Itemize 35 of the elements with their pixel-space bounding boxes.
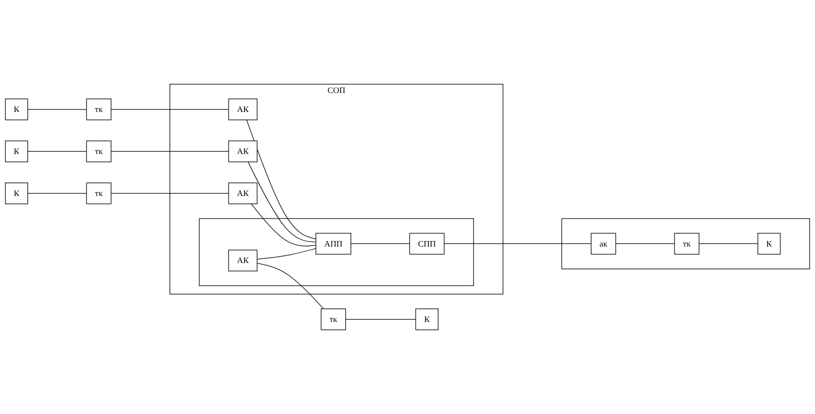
connector	[27, 151, 87, 152]
node-box: тк	[320, 308, 346, 330]
node-box: ак	[590, 232, 616, 255]
cluster	[198, 218, 474, 286]
node-box: тк	[86, 182, 112, 204]
connector	[256, 248, 316, 260]
connector	[110, 109, 229, 110]
connector	[110, 193, 229, 194]
node-box: тк	[86, 140, 112, 162]
connector	[345, 319, 416, 320]
connector	[246, 120, 316, 240]
node-box: К	[758, 232, 781, 255]
connector	[444, 243, 592, 244]
connector	[110, 151, 229, 152]
connector	[350, 243, 410, 244]
node-box: К	[5, 98, 28, 120]
node-box: АК	[228, 250, 258, 272]
node-box: АПП	[316, 232, 352, 255]
connector	[698, 243, 758, 244]
node-box: К	[5, 140, 28, 162]
node-box: АК	[228, 182, 258, 204]
connector	[250, 204, 316, 246]
connector	[27, 109, 87, 110]
connector	[248, 162, 316, 242]
connector	[615, 243, 675, 244]
node-box: К	[415, 308, 438, 330]
node-box: тк	[674, 232, 700, 255]
cluster	[561, 218, 810, 270]
node-box: АК	[228, 140, 258, 162]
node-box: К	[5, 182, 28, 204]
node-box: тк	[86, 98, 112, 120]
connector	[27, 193, 87, 194]
node-box: СПП	[409, 232, 444, 255]
connector	[256, 262, 324, 310]
node-box: АК	[228, 98, 258, 120]
